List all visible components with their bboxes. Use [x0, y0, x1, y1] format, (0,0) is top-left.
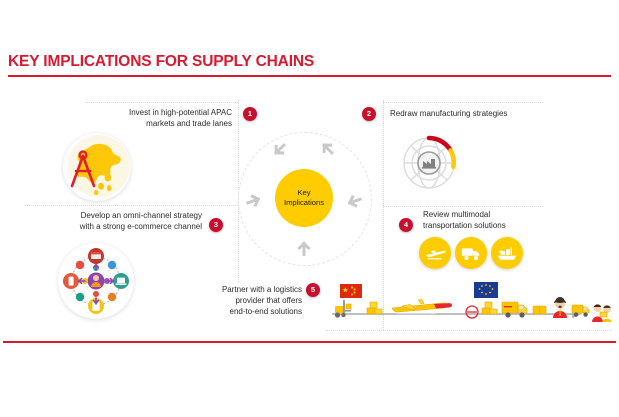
title-divider: [8, 74, 611, 77]
item-2-icon-factory-globe-icon: [398, 131, 460, 193]
item-2-text: Redraw manufacturing strategies: [390, 108, 590, 119]
item-3-text: Develop an omni-channel strategy with a …: [24, 210, 202, 232]
item-4-line1: Review multimodal: [423, 210, 491, 219]
item-4-airplane-icon: [419, 237, 451, 269]
guide-line-mid-right: [383, 206, 543, 207]
guide-line-right: [383, 100, 384, 330]
item-3-icon-omni-channel-network-icon: [58, 243, 134, 319]
delivery-truck-icon: [501, 301, 528, 318]
hub-arrow-bottom: [293, 238, 315, 260]
item-2-badge: 2: [362, 107, 376, 121]
key-implications-hub: Key Implications: [238, 132, 372, 266]
item-1-line1: Invest in high-potential APAC: [128, 108, 232, 117]
delivery-van-icon: [571, 304, 590, 317]
item-5-badge: 5: [306, 283, 320, 297]
parcel-stack-icon-1: [366, 301, 383, 315]
item-4-badge: 4: [399, 218, 413, 232]
guide-line-mid-left: [24, 205, 238, 206]
item-4-text: Review multimodal transportation solutio…: [423, 209, 583, 231]
item-5-text: Partner with a logistics provider that o…: [180, 284, 302, 318]
guide-line-top-right: [383, 102, 543, 103]
item-5-line1: Partner with a logistics: [221, 285, 302, 294]
hub-arrow-right: [341, 187, 369, 215]
guide-line-top-left: [86, 102, 238, 103]
item-1-icon-compass-globe-asia-icon: [63, 133, 131, 201]
page-title: KEY IMPLICATIONS FOR SUPPLY CHAINS: [8, 53, 315, 70]
bottom-divider: [3, 341, 616, 343]
cargo-airplane-icon: [391, 299, 452, 315]
parcel-stack-icon-2: [481, 301, 498, 315]
item-1-badge: 1: [243, 107, 257, 121]
item-2-line1: Redraw manufacturing strategies: [390, 109, 508, 118]
item-3-badge: 3: [209, 218, 223, 232]
item-3-line1: Develop an omni-channel strategy: [80, 211, 202, 220]
hub-dashed-ring: [238, 132, 372, 266]
hub-arrow-left: [239, 187, 267, 215]
item-4-line2: transportation solutions: [423, 221, 506, 231]
end-to-end-supply-chain-illustration: [326, 276, 612, 332]
courier-delivery-icon: [592, 304, 612, 322]
customs-stamp-icon: [465, 305, 479, 319]
header: KEY IMPLICATIONS FOR SUPPLY CHAINS: [8, 54, 611, 77]
hub-label-line1: Key: [297, 188, 311, 197]
customer-service-agent-icon: [553, 297, 567, 318]
eu-flag-icon: [474, 282, 498, 298]
hub-arrow-top-left: [264, 133, 295, 164]
item-5-line3: end-to-end solutions: [229, 307, 303, 317]
item-4-cargo-ship-icon: [491, 237, 523, 269]
forklift-icon: [334, 300, 352, 318]
china-flag-icon: [340, 284, 362, 298]
hub-arrow-top-right: [312, 133, 343, 164]
guide-line-bottom: [326, 330, 612, 331]
hub-label-line2: Implications: [283, 198, 325, 207]
item-5-line2: provider that offers: [235, 296, 302, 306]
hub-center-circle: Key Implications: [275, 169, 333, 227]
item-1-line2: markets and trade lanes: [146, 119, 232, 129]
item-4-truck-icon: [455, 237, 487, 269]
item-1-text: Invest in high-potential APAC markets an…: [86, 107, 232, 129]
item-3-line2: with a strong e-commerce channel: [79, 222, 202, 232]
parcel-icon: [532, 305, 547, 315]
